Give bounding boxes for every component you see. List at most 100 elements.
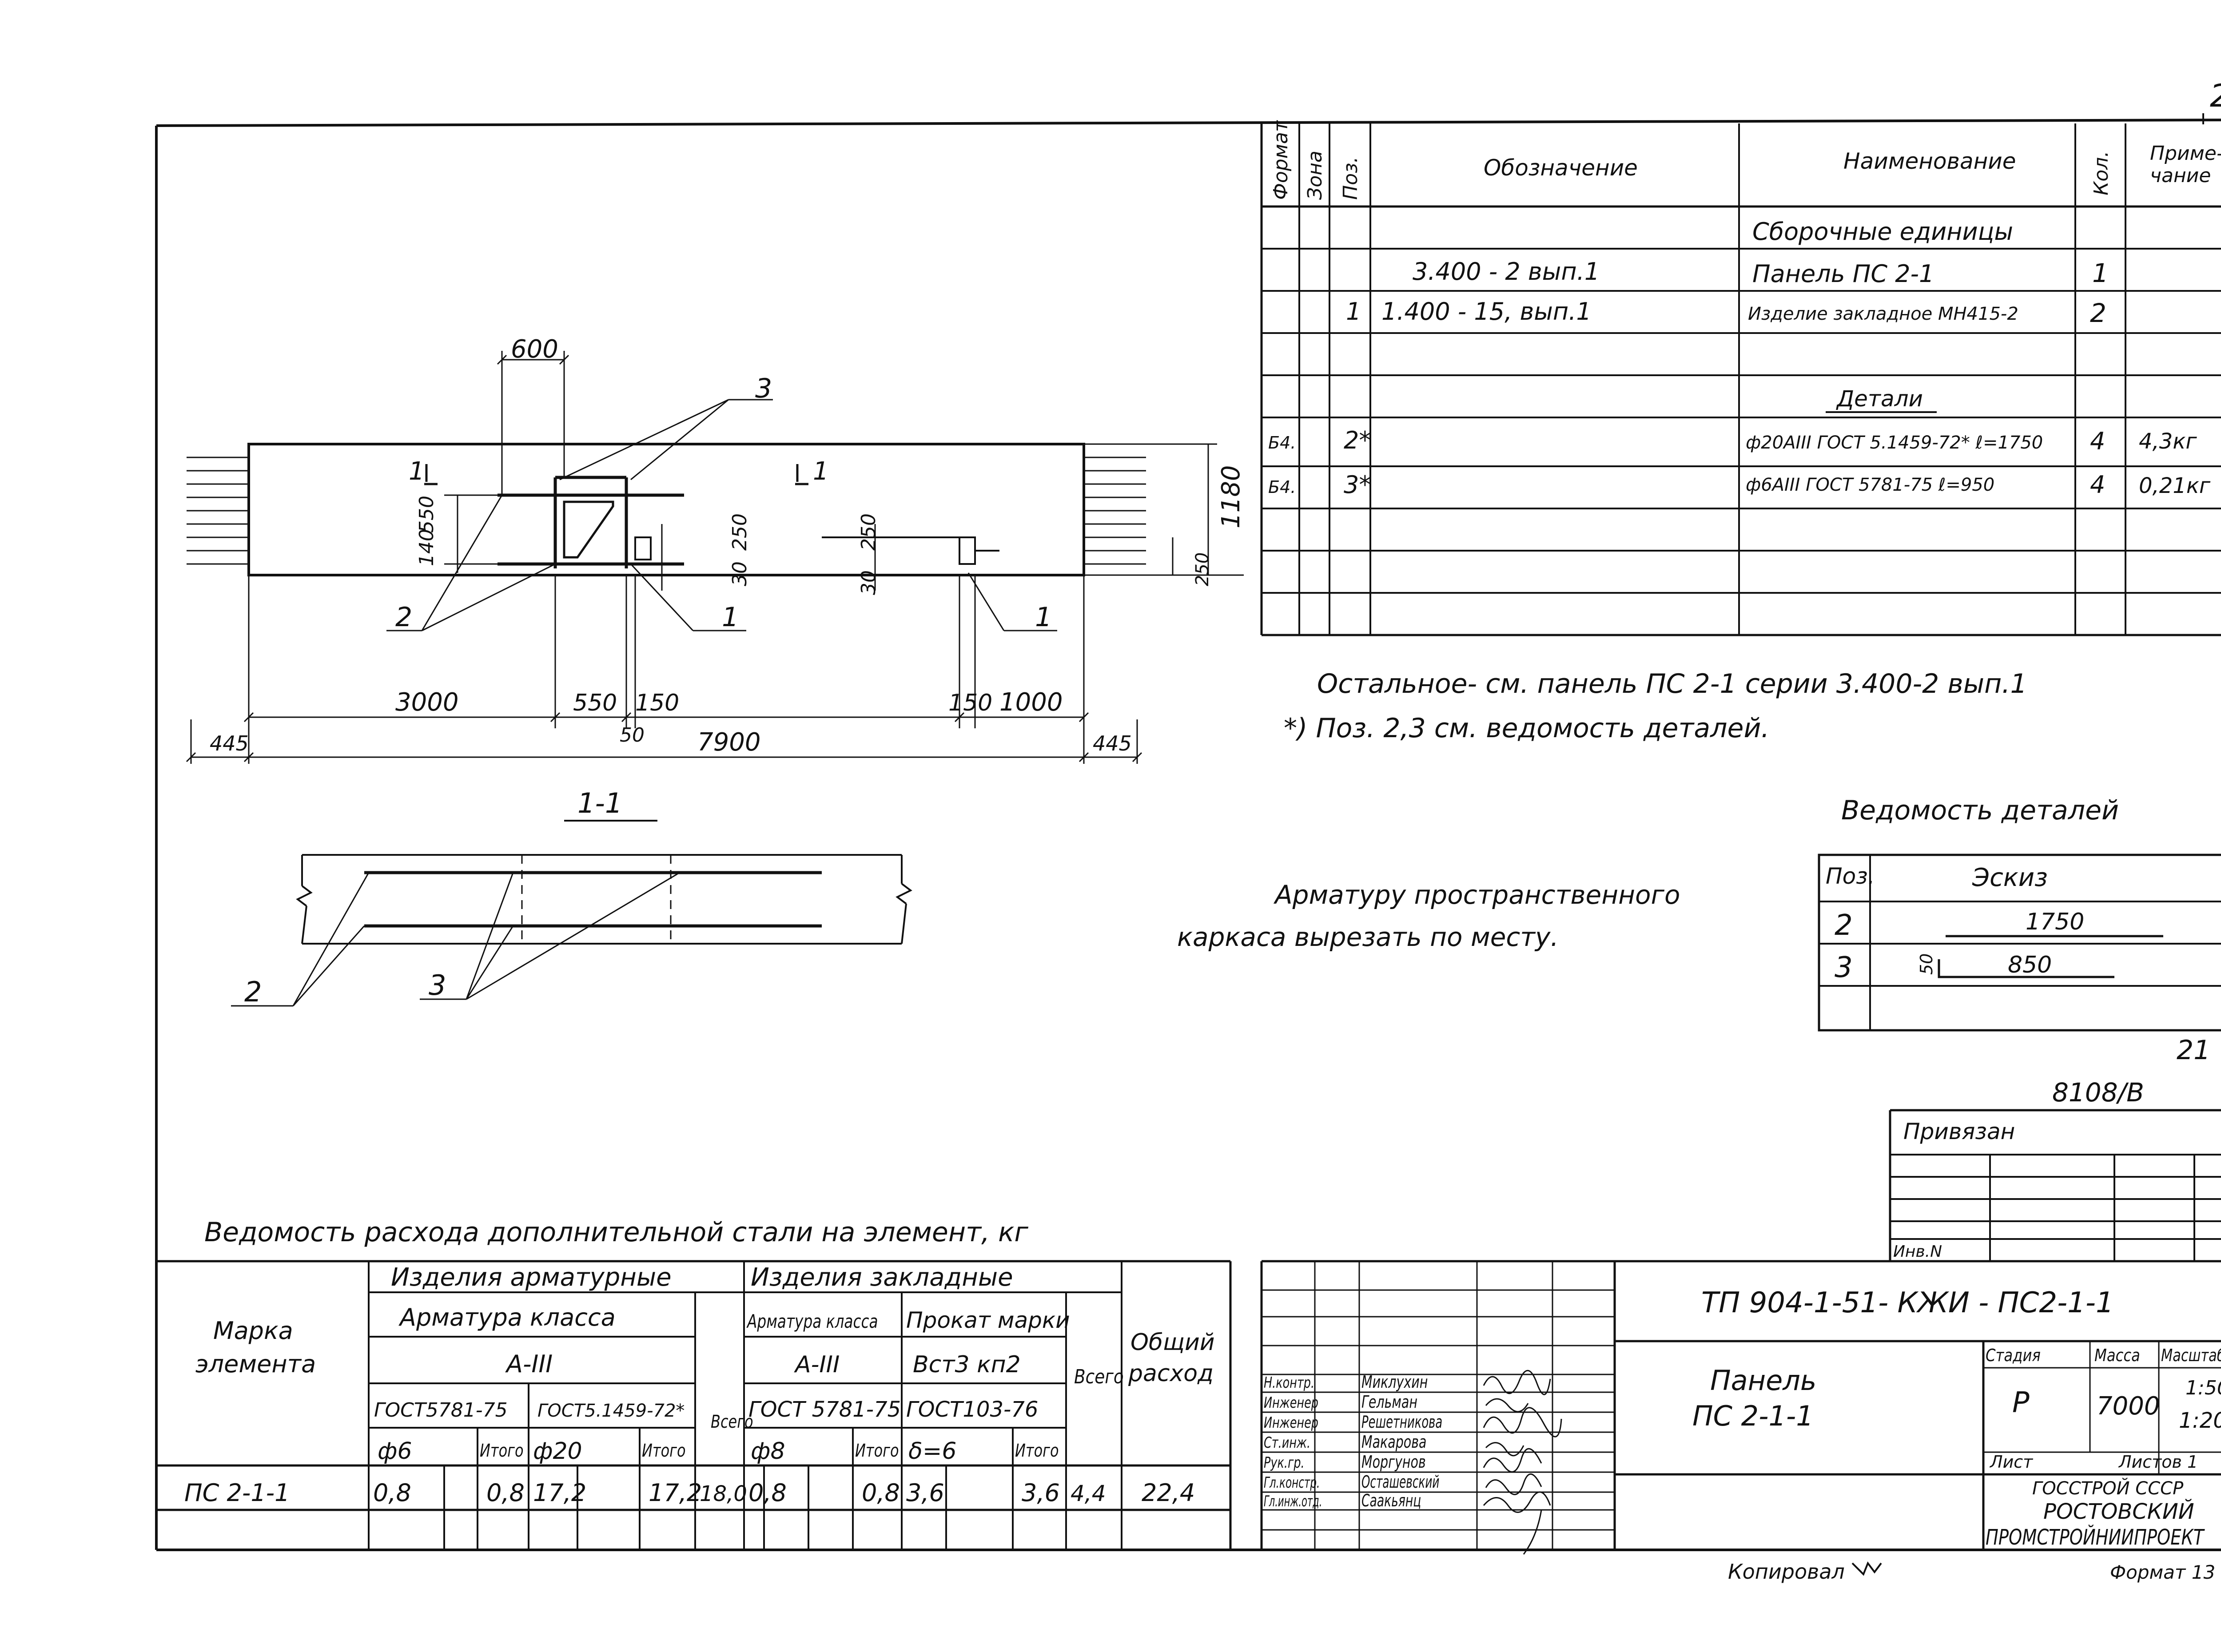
name-7: Саакьянц xyxy=(1361,1491,1421,1510)
steel-rebar-grade: А-III xyxy=(505,1350,553,1378)
spec-row-name: Изделие закладное МН415-2 xyxy=(1748,304,2018,324)
steel-row-itogo1: 0,8 xyxy=(486,1479,525,1507)
inventory-number: 8108/B xyxy=(2052,1077,2144,1108)
details-row-pos: 2 xyxy=(1835,909,1853,942)
dim-7900: 7900 xyxy=(697,728,761,757)
spec-table: Формат Зона Поз. Обозначение Наименовани… xyxy=(1260,120,2221,636)
steel-row-itogo2: 17,2 xyxy=(649,1479,702,1507)
format-label: Формат 13 xyxy=(2110,1561,2215,1583)
drawing-code: ТП 904-1-51- КЖИ - ПС2-1-1 xyxy=(1701,1287,2114,1319)
details-header-pos: Поз. xyxy=(1826,863,1875,889)
spec-row-format: Б4. xyxy=(1268,477,1296,497)
end-hatch xyxy=(187,457,1146,565)
section-mark-left: 1 xyxy=(409,457,425,486)
spec-header-note-2: чание xyxy=(2150,164,2211,187)
spec-row-qty: 4 xyxy=(2090,471,2105,499)
stage-value: Р xyxy=(2012,1386,2030,1419)
spec-row-note: 0,21кг xyxy=(2139,473,2211,498)
stage-label: Стадия xyxy=(1986,1346,2041,1366)
dim-250-center: 250 xyxy=(728,513,751,551)
spec-header-zone: Зона xyxy=(1304,151,1326,200)
title-block: ТП 904-1-51- КЖИ - ПС2-1-1 Панель ПС 2-1… xyxy=(1260,1260,2221,1555)
steel-embed-gost: ГОСТ 5781-75 xyxy=(748,1397,901,1422)
name-5: Моргунов xyxy=(1361,1452,1426,1472)
steel-itogo-2: Итого xyxy=(642,1440,686,1461)
steel-group-embed: Изделия закладные xyxy=(751,1263,1013,1292)
details-row-dim: 850 xyxy=(2008,952,2052,978)
steel-col-mark-2: элемента xyxy=(195,1350,316,1378)
steel-row-d20: 17,2 xyxy=(533,1479,586,1507)
steel-d6: ф6 xyxy=(378,1438,412,1465)
dim-445-left: 445 xyxy=(210,731,249,755)
spec-header-pos: Поз. xyxy=(1339,157,1362,200)
spec-row-note: 4,3кг xyxy=(2139,429,2197,454)
bound-label: Привязан xyxy=(1903,1119,2015,1144)
steel-title: Ведомость расхода дополнительной стали н… xyxy=(204,1217,1028,1248)
dim-3000: 3000 xyxy=(395,688,459,717)
steel-itogo-4: Итого xyxy=(1015,1440,1059,1461)
steel-vsego-1: Всего xyxy=(711,1411,753,1432)
steel-row-d6: 0,8 xyxy=(373,1479,411,1507)
details-table: Ведомость деталей Поз. Эскиз 2 1750 3 50… xyxy=(1818,795,2221,1032)
steel-embed-class: Арматура класса xyxy=(746,1310,878,1332)
steel-row-mark: ПС 2-1-1 xyxy=(184,1479,290,1507)
section-callout-3: 3 xyxy=(429,969,446,1001)
steel-prokat-gost: ГОСТ103-76 xyxy=(906,1397,1038,1422)
steel-itogo-1: Итого xyxy=(480,1440,524,1461)
steel-embed-grade: А-III xyxy=(794,1351,840,1378)
role-1: Н.контр. xyxy=(1264,1374,1314,1392)
name-1: Миклухин xyxy=(1361,1372,1428,1392)
steel-row-vsego1: 18,0 xyxy=(700,1481,747,1506)
dim-550-side: 550 xyxy=(415,496,438,533)
steel-row-itogo4: 3,6 xyxy=(1022,1479,1060,1507)
panel-elevation: 1 1 600 3 2 1 xyxy=(186,335,1246,764)
sheet-frame xyxy=(155,119,2221,1551)
spec-row-pos: 2* xyxy=(1344,426,1371,454)
dim-30-center: 30 xyxy=(728,561,751,586)
role-5: Рук.гр. xyxy=(1264,1454,1305,1472)
page-number: 21 xyxy=(2177,1035,2210,1066)
cage-note-2: каркаса вырезать по месту. xyxy=(1177,922,1559,952)
scale-label: Масштаб xyxy=(2161,1346,2221,1366)
spec-row-pos: 1 xyxy=(1346,298,1361,326)
spec-row-qty: 4 xyxy=(2090,427,2105,455)
copied-label: Копировал xyxy=(1728,1560,1845,1584)
inv-label: Инв.N xyxy=(1893,1243,1942,1261)
role-7: Гл.инж.отд. xyxy=(1264,1493,1322,1510)
steel-d8: ф8 xyxy=(751,1438,785,1465)
spec-row-name: ф20АIII ГОСТ 5.1459-72* ℓ=1750 xyxy=(1746,433,2043,453)
spec-row-format: Б4. xyxy=(1268,433,1296,453)
cage-note-1: Арматуру пространственного xyxy=(1273,880,1680,910)
callout-1: 1 xyxy=(722,602,739,633)
steel-delta: δ=6 xyxy=(908,1438,956,1465)
dim-1000: 1000 xyxy=(999,688,1063,717)
steel-vsego-2: Всего xyxy=(1074,1365,1124,1388)
spec-row-qty: 2 xyxy=(2090,298,2106,328)
section-title: 1-1 xyxy=(577,787,622,819)
details-row-pos: 3 xyxy=(1835,951,1853,984)
steel-d20: ф20 xyxy=(533,1438,582,1465)
spec-header-qty: Кол. xyxy=(2090,151,2113,195)
dim-600: 600 xyxy=(511,335,558,364)
spec-header-format: Формат xyxy=(1270,120,1292,200)
steel-row-vsego2: 4,4 xyxy=(1071,1481,1106,1506)
spec-row-qty: 1 xyxy=(2092,258,2109,288)
steel-total-header-1: Общий xyxy=(1130,1329,1215,1356)
role-4: Ст.инж. xyxy=(1264,1434,1310,1452)
spec-row-name: Детали xyxy=(1836,386,1923,412)
steel-table: Ведомость расхода дополнительной стали н… xyxy=(156,1217,1232,1550)
steel-gost-1: ГОСТ5781-75 xyxy=(374,1399,508,1422)
spec-row-name: ф6АIII ГОСТ 5781-75 ℓ=950 xyxy=(1746,475,1994,495)
copied-signature xyxy=(1851,1561,1882,1576)
dim-140: 140 xyxy=(415,529,438,566)
dim-150: 150 xyxy=(635,690,679,716)
role-2: Инженер xyxy=(1264,1394,1318,1412)
dim-50: 50 xyxy=(620,724,645,747)
signatures xyxy=(1483,1370,1562,1555)
note-line-2: *) Поз. 2,3 см. ведомость деталей. xyxy=(1284,713,1770,744)
details-row-dim: 1750 xyxy=(2026,909,2084,935)
spec-header-name: Наименование xyxy=(1843,148,2016,174)
role-3: Инженер xyxy=(1264,1414,1318,1432)
scale-value-1: 1:50 xyxy=(2185,1377,2221,1399)
